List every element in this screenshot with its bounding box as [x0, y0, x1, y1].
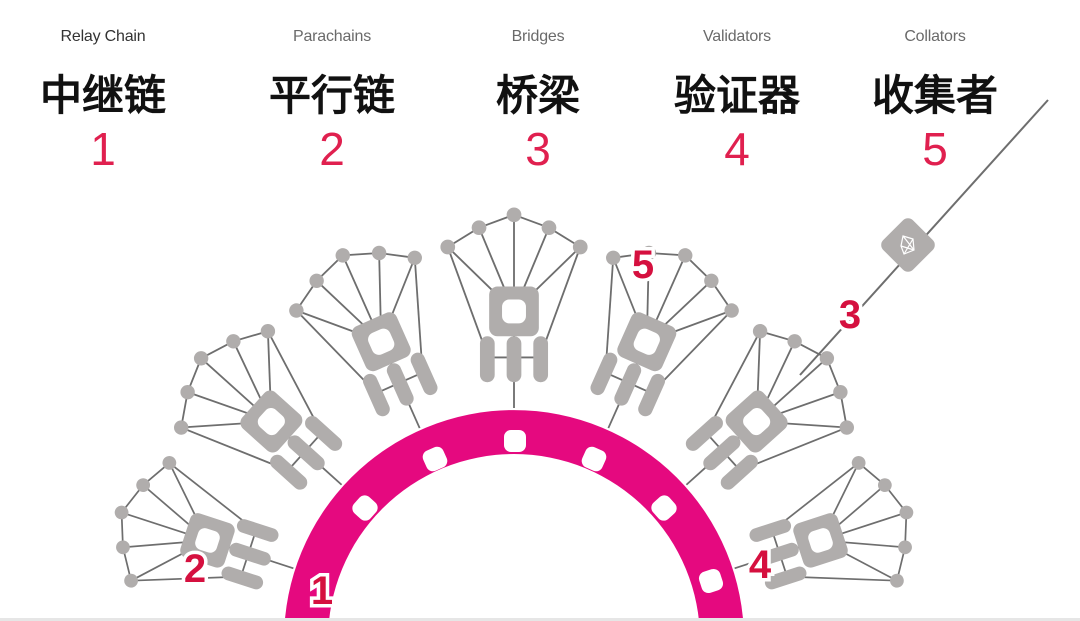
legend-zh-label: 收集者	[871, 71, 998, 120]
legend-number: 1	[90, 123, 116, 175]
callout-relay-chain: 1	[311, 569, 333, 613]
legend-zh-label: 桥梁	[495, 71, 580, 120]
legend-zh-label: 中继链	[39, 71, 166, 120]
legend-en-label: Validators	[703, 28, 771, 45]
bridge	[799, 99, 1049, 376]
parachain-center	[439, 206, 589, 409]
legend-zh-label: 验证器	[673, 71, 800, 120]
legend-en-label: Collators	[904, 28, 966, 45]
ethereum-diamond-icon	[900, 235, 915, 255]
legend-en-label: Relay Chain	[60, 28, 146, 45]
callout-validator: 4	[749, 543, 772, 587]
relay-chain-slots	[352, 430, 724, 594]
legend-zh-label: 平行链	[268, 71, 395, 120]
legend-en-label: Bridges	[511, 28, 565, 45]
bottom-divider	[0, 618, 1080, 621]
legend-number: 2	[319, 123, 345, 175]
bridge-node	[881, 218, 935, 272]
legend-number: 3	[525, 123, 551, 175]
callout-parachain: 2	[184, 547, 206, 591]
legend-number: 5	[922, 123, 948, 175]
callout-bridge: 3	[839, 293, 861, 337]
legend-en-label: Parachains	[292, 28, 372, 45]
relay-chain	[284, 410, 744, 621]
legend-number: 4	[724, 123, 750, 175]
callout-collator: 5	[632, 243, 654, 287]
legend-header: Relay Chain 中继链 1 Parachains 平行链 2 Bridg…	[0, 0, 1080, 190]
